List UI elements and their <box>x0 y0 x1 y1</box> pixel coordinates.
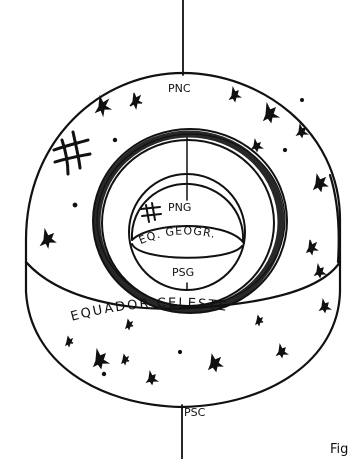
star-icon <box>147 372 157 384</box>
celestial-sphere-outline <box>26 73 340 407</box>
hash-symbol-small <box>141 203 161 222</box>
hash-symbol-large <box>54 132 90 174</box>
star-dot <box>284 149 287 152</box>
star-icon <box>130 93 142 108</box>
star-icon <box>94 350 108 368</box>
geographic-equator-band-lower <box>132 244 242 258</box>
label-psg: PSG <box>172 266 194 279</box>
figure-caption: Fig <box>330 442 348 457</box>
star-icon <box>66 337 73 346</box>
star-dot <box>301 99 304 102</box>
star-dot <box>179 351 182 354</box>
star-dot <box>113 138 116 141</box>
star-dot <box>102 372 105 375</box>
star-dot <box>73 203 77 207</box>
star-icon <box>230 88 240 101</box>
label-pnc: PNC <box>168 82 191 95</box>
star-icon <box>320 300 330 312</box>
label-psc: PSC <box>184 406 206 419</box>
star-icon <box>41 230 55 247</box>
star-icon <box>252 140 262 151</box>
label-eq-geogr: EQ. GEOGR. <box>137 224 217 247</box>
earth-orbit-ring <box>93 129 287 313</box>
star-icon <box>126 320 133 329</box>
star-icon <box>256 316 263 325</box>
label-png: PNG <box>168 201 191 214</box>
star-icon <box>264 104 278 122</box>
star-icon <box>315 265 325 277</box>
star-icon <box>122 355 129 364</box>
star-icon <box>307 240 317 254</box>
star-icon <box>277 345 287 357</box>
star-icon <box>314 175 327 191</box>
star-icon <box>209 355 222 371</box>
